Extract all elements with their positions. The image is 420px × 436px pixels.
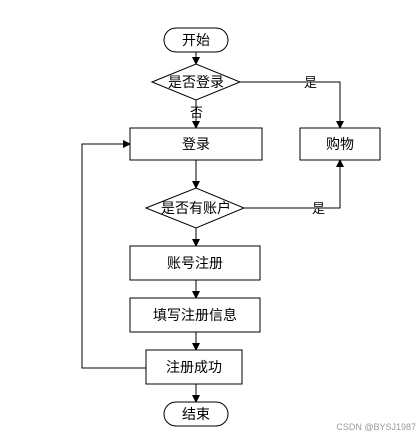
register-success-label: 注册成功 <box>166 360 222 376</box>
edge-success-back-to-login <box>81 140 146 369</box>
has-account-yes-label: 是 <box>312 202 325 217</box>
logged-in-no-label: 否 <box>190 106 203 121</box>
fill-register-info-label: 填写注册信息 <box>153 307 237 324</box>
logged-in-decision-label: 是否登录 <box>168 75 224 91</box>
fill-register-info-box <box>129 297 261 333</box>
end-terminal <box>163 401 229 427</box>
watermark: CSDN @BYSJ1987 <box>336 422 416 432</box>
shopping-label: 购物 <box>326 137 354 153</box>
register-success-box <box>145 349 243 385</box>
logged-in-yes-label: 是 <box>304 76 317 91</box>
login-label: 登录 <box>182 137 210 153</box>
logged-in-decision-diamond <box>150 63 242 101</box>
shopping-box <box>299 127 381 161</box>
account-register-box <box>129 245 261 281</box>
login-box <box>129 127 263 161</box>
start-terminal <box>163 27 229 53</box>
account-register-label: 账号注册 <box>167 256 223 272</box>
has-account-decision-label: 是否有账户 <box>161 200 231 217</box>
start-label: 开始 <box>182 33 210 49</box>
end-label: 结束 <box>182 407 210 423</box>
edge-login-decision-yes-to-shopping <box>240 81 344 129</box>
edge-shopping-from-account-decision-yes <box>244 159 344 209</box>
has-account-decision-diamond <box>144 187 246 229</box>
